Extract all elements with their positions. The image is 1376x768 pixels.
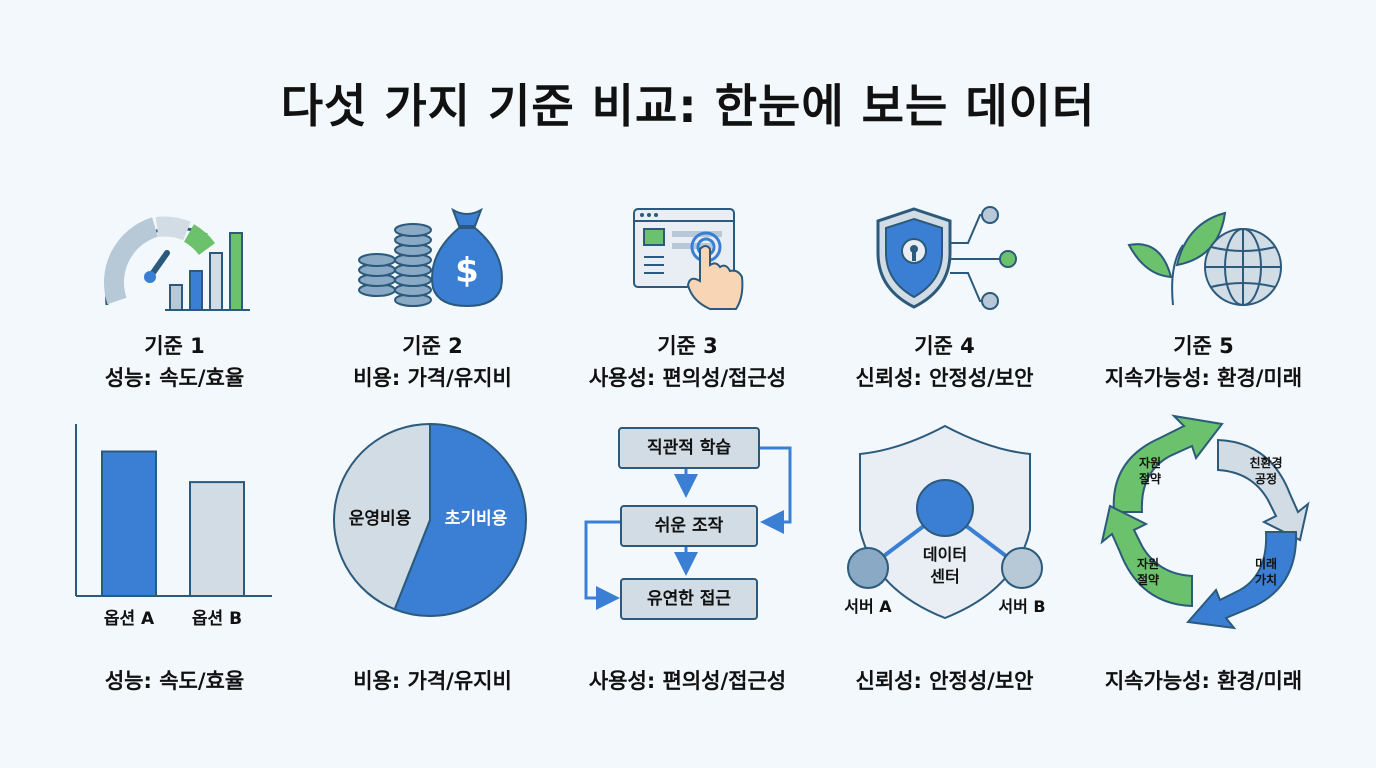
server-a-label: 서버 A	[844, 597, 892, 616]
flow-step-1: 직관적 학습	[618, 427, 760, 469]
cycle-label-3-line2: 가치	[1255, 572, 1277, 587]
shield-lock-network-icon	[876, 206, 1017, 310]
cycle-arrows-panel: 자원 절약 친환경 공정 미래 가치 자원 절약	[1100, 414, 1310, 630]
bottom-label-5: 지속가능성: 환경/미래	[1104, 669, 1303, 693]
flow-step-2: 쉬운 조작	[620, 505, 758, 547]
pie-label-initial-cost: 초기비용	[445, 509, 508, 529]
cycle-label-4-line1: 자원	[1137, 556, 1159, 571]
speedometer-chart-icon	[103, 216, 250, 311]
pie-chart-panel: 초기비용 운영비용	[333, 422, 527, 617]
criterion-4-name: 기준 4	[914, 334, 975, 358]
criterion-4-desc: 신뢰성: 안정성/보안	[855, 366, 1034, 390]
flow-arrows	[584, 446, 792, 610]
server-b-label: 서버 B	[998, 597, 1045, 616]
leaf-globe-icon	[1127, 211, 1282, 306]
data-center-label-line2: 센터	[930, 567, 959, 586]
criterion-5-desc: 지속가능성: 환경/미래	[1104, 366, 1303, 390]
cycle-label-3-line1: 미래	[1255, 556, 1277, 571]
cycle-label-1-line1: 자원	[1139, 455, 1161, 470]
bottom-label-3: 사용성: 편의성/접근성	[588, 669, 787, 693]
data-center-node	[916, 479, 974, 537]
browser-touch-icon	[633, 208, 744, 310]
network-shield-panel: 데이터 센터 서버 A 서버 B	[844, 424, 1046, 620]
pie-label-operating-cost: 운영비용	[349, 509, 412, 529]
server-a-node	[847, 547, 889, 589]
bottom-label-2: 비용: 가격/유지비	[353, 669, 512, 693]
page-title: 다섯 가지 기준 비교: 한눈에 보는 데이터	[280, 79, 1096, 133]
criterion-1-desc: 성능: 속도/효율	[104, 366, 245, 390]
criterion-3-desc: 사용성: 편의성/접근성	[588, 366, 787, 390]
flow-step-3: 유연한 접근	[620, 578, 758, 620]
bar-option-b	[189, 481, 245, 597]
bottom-label-1: 성능: 속도/효율	[104, 669, 245, 693]
cycle-label-1-line2: 절약	[1139, 471, 1161, 486]
criterion-1-name: 기준 1	[144, 334, 205, 358]
criterion-2-name: 기준 2	[402, 334, 463, 358]
cycle-label-2-line1: 친환경	[1249, 455, 1282, 470]
svg-text:$: $	[455, 251, 479, 291]
bar-label-option-b: 옵션 B	[192, 609, 242, 629]
server-b-node	[1001, 547, 1043, 589]
data-center-label-line1: 데이터	[923, 545, 967, 564]
criterion-5-name: 기준 5	[1173, 334, 1234, 358]
cycle-label-2-line2: 공정	[1255, 471, 1277, 486]
money-bag-coins-icon: $	[358, 207, 503, 308]
bar-label-option-a: 옵션 A	[104, 609, 155, 629]
bar-chart-panel: 옵션 A 옵션 B	[75, 424, 272, 629]
cycle-label-4-line2: 절약	[1137, 572, 1159, 587]
pie-slice-initial-cost	[393, 422, 527, 617]
criterion-2-desc: 비용: 가격/유지비	[353, 366, 512, 390]
bottom-label-4: 신뢰성: 안정성/보안	[855, 669, 1034, 693]
bar-option-a	[101, 450, 157, 597]
criterion-3-name: 기준 3	[657, 334, 718, 358]
pie-slice-operating-cost	[333, 422, 431, 611]
